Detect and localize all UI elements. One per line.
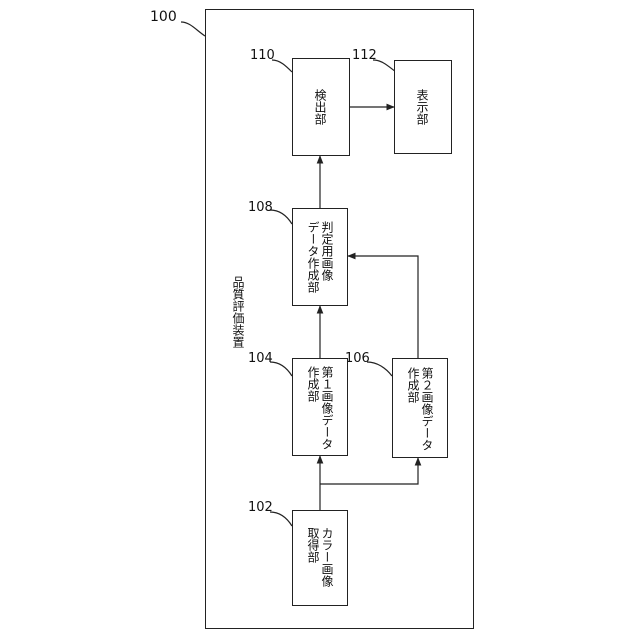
block-detection-unit: 検出部 xyxy=(292,58,350,156)
leader-102 xyxy=(270,512,292,526)
block-second-image-data-unit: 第２画像データ 作成部 xyxy=(392,358,448,458)
block-judgment-image-data-unit-label: 判定用画像 データ作成部 xyxy=(306,221,334,293)
ref-110: 110 xyxy=(250,48,275,63)
block-display-unit-label: 表示部 xyxy=(415,89,429,125)
leader-110 xyxy=(272,60,292,72)
device-title: 品質評価装置 xyxy=(231,276,245,348)
arrow-106-to-108 xyxy=(348,256,418,358)
block-detection-unit-label: 検出部 xyxy=(313,89,327,125)
leader-100 xyxy=(181,22,205,36)
ref-104: 104 xyxy=(248,351,273,366)
block-first-image-data-unit: 第１画像データ 作成部 xyxy=(292,358,348,456)
block-display-unit: 表示部 xyxy=(394,60,452,154)
block-second-image-data-unit-label: 第２画像データ 作成部 xyxy=(406,367,434,451)
ref-100: 100 xyxy=(150,9,177,25)
arrow-branch-to-106 xyxy=(320,458,418,484)
leader-104 xyxy=(270,362,292,376)
block-color-image-acquisition-unit-label: カラー画像 取得部 xyxy=(306,527,334,587)
leader-108 xyxy=(270,210,292,224)
block-color-image-acquisition-unit: カラー画像 取得部 xyxy=(292,510,348,606)
ref-106: 106 xyxy=(345,351,370,366)
block-first-image-data-unit-label: 第１画像データ 作成部 xyxy=(306,366,334,450)
block-judgment-image-data-unit: 判定用画像 データ作成部 xyxy=(292,208,348,306)
ref-112: 112 xyxy=(352,48,377,63)
ref-108: 108 xyxy=(248,200,273,215)
ref-102: 102 xyxy=(248,500,273,515)
leader-106 xyxy=(367,362,392,376)
